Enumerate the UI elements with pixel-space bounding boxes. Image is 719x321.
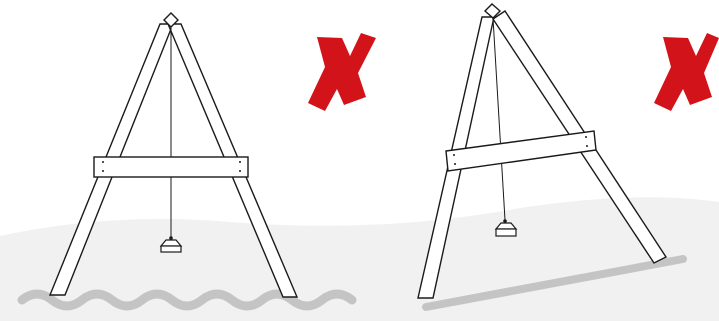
panel-sloped-ground [417,3,719,311]
background-wash [0,197,719,321]
sloped-ground [422,255,687,311]
plumb-line [492,17,506,221]
crossbar [445,130,597,172]
plumb-bob [159,236,183,253]
red-cross-icon [308,33,376,111]
plumb-bob [494,219,518,237]
crossbar-screws [102,161,241,172]
crossbar-screws [453,136,588,165]
panel-uneven-ground [17,12,376,311]
crossbar [93,156,249,178]
wavy-ground [17,289,357,311]
red-cross-icon [654,33,719,111]
